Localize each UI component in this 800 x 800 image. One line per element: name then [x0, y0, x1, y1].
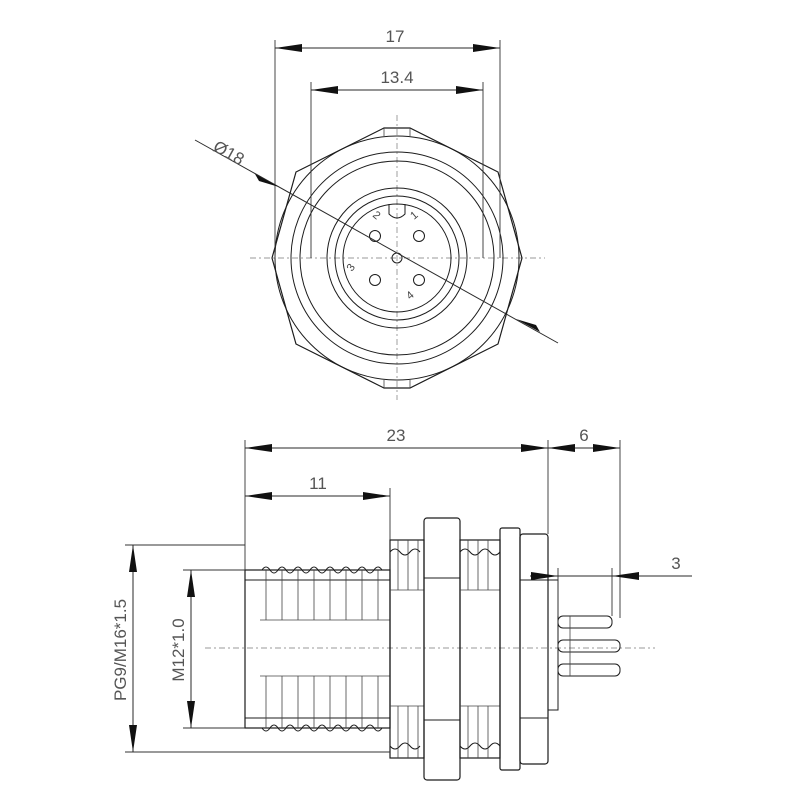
dimension-label-23: 23: [387, 426, 406, 445]
rear-nut: [519, 533, 549, 765]
arrow-head: [456, 86, 483, 94]
thread-crests-top: [261, 566, 383, 620]
dimension-label-11: 11: [309, 474, 327, 493]
pin-3: [557, 663, 621, 677]
dimension-label-pg9: PG9/M16*1.5: [111, 599, 130, 701]
diameter-leader-line: [194, 139, 559, 344]
dimension-label-134: 13.4: [380, 68, 413, 87]
arrow-head: [187, 701, 195, 728]
arrow-head: [531, 572, 558, 580]
arrow-head: [612, 572, 639, 580]
dimension-label-17: 17: [386, 27, 405, 46]
pin-hole-3: [369, 274, 381, 286]
arrow-head: [516, 319, 540, 332]
outer-thread-crests: [389, 548, 421, 750]
pin-hole-1: [413, 230, 425, 242]
socket-outer-circle: [326, 187, 468, 329]
diameter-label: Ø18: [210, 137, 247, 169]
pin-1: [557, 615, 613, 629]
arrow-head: [129, 725, 137, 752]
pin-label-1: 1: [408, 209, 420, 222]
arrow-head: [245, 492, 272, 500]
arrow-head: [363, 492, 390, 500]
socket-inner-circle: [342, 203, 452, 313]
pin-hole-2: [369, 230, 381, 242]
pin-hole-4: [413, 274, 425, 286]
thread-outer-circle: [290, 151, 504, 365]
arrow-head: [311, 86, 338, 94]
arrow-head: [473, 44, 500, 52]
panel-thread-crests: [459, 548, 501, 750]
arrow-head: [129, 545, 137, 572]
thread-body: [244, 569, 391, 729]
thread-inner-circle: [299, 160, 495, 356]
pin-label-4: 4: [404, 289, 416, 302]
keyway-notch: [388, 204, 406, 219]
thread-crests-bottom: [261, 676, 383, 732]
outer-thread-section: [389, 539, 425, 759]
arrow-head: [593, 444, 620, 452]
dimension-label-m12: M12*1.0: [169, 618, 188, 681]
arrow-head: [548, 444, 575, 452]
arrow-head: [245, 444, 272, 452]
solder-pins: [557, 615, 621, 677]
thread-hatch: [397, 540, 419, 758]
hex-flange: [423, 517, 461, 781]
front-view: 1 2 3 4 17 13.4 Ø18: [194, 27, 559, 400]
arrow-head: [521, 444, 548, 452]
dimension-label-6: 6: [579, 426, 588, 445]
socket-rim-circle: [334, 195, 460, 321]
panel-thread-section: [459, 539, 501, 759]
pin-2: [557, 639, 621, 653]
pin-label-3: 3: [345, 262, 358, 274]
gasket: [499, 527, 521, 771]
pin-label-2: 2: [370, 209, 382, 222]
arrow-head: [255, 174, 279, 187]
dimension-label-3: 3: [671, 554, 680, 573]
side-view: 23 6 11 3 PG9/M16*1.5 M12*1.0: [111, 426, 692, 781]
arrow-head: [187, 570, 195, 597]
back-insert: [547, 579, 559, 711]
thread-hatch: [467, 540, 489, 758]
arrow-head: [275, 44, 302, 52]
